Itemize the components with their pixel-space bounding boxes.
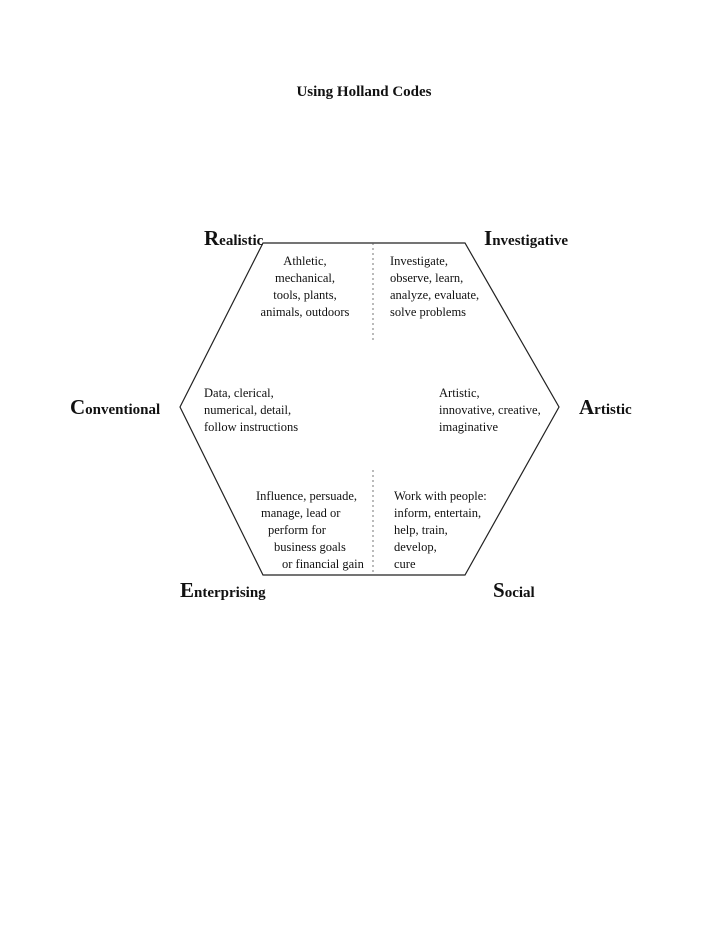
- hexagon-outline: [179, 242, 560, 576]
- label-enterprising: Enterprising: [180, 578, 266, 602]
- label-realistic: Realistic: [204, 226, 264, 250]
- label-conventional: Conventional: [70, 395, 161, 419]
- label-artistic: Artistic: [579, 395, 632, 419]
- label-social: Social: [493, 578, 535, 602]
- label-investigative: Investigative: [484, 226, 569, 250]
- page-title: Using Holland Codes: [296, 84, 432, 100]
- description-social: Work with people: inform, entertain, hel…: [394, 489, 487, 571]
- description-realistic: Athletic, mechanical, tools, plants, ani…: [260, 254, 350, 319]
- description-artistic: Artistic, innovative, creative, imaginat…: [439, 386, 541, 434]
- description-conventional: Data, clerical, numerical, detail, follo…: [204, 386, 299, 434]
- description-investigative: Investigate, observe, learn, analyze, ev…: [390, 254, 480, 319]
- description-enterprising: Influence, persuade, manage, lead or per…: [256, 489, 364, 571]
